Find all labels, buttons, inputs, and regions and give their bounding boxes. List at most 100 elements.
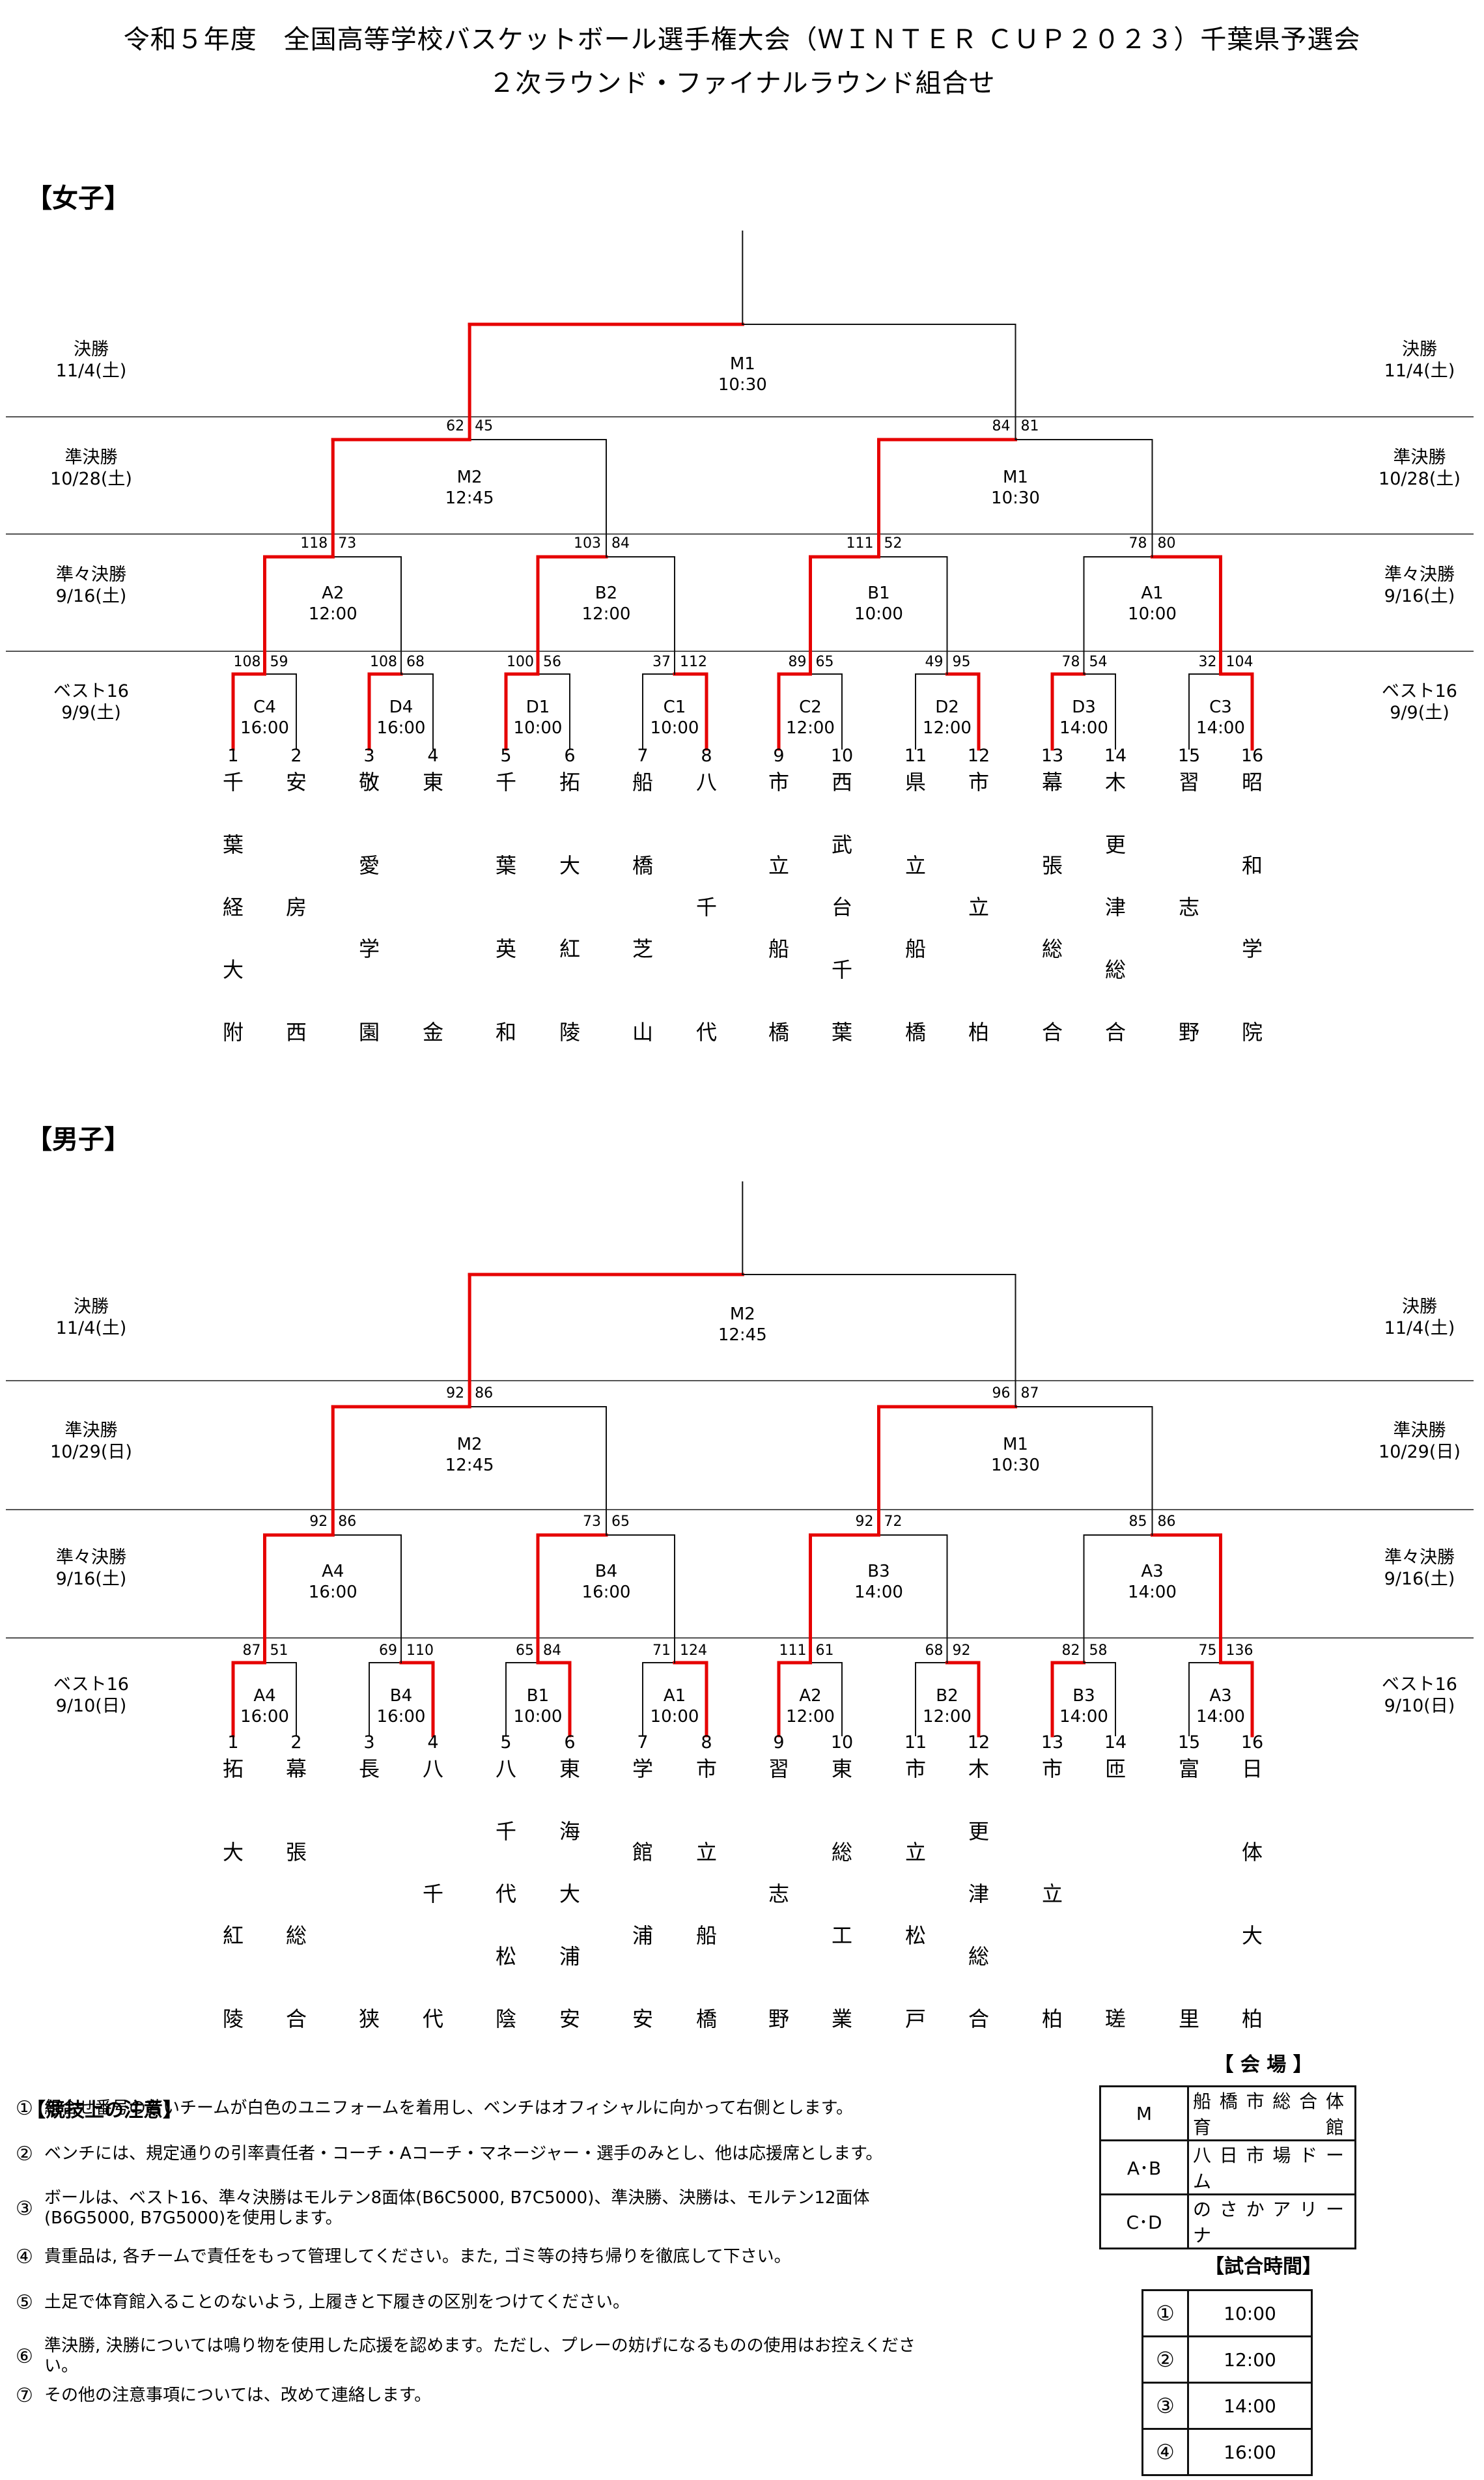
team-name-char: 幕 [1041, 770, 1063, 795]
score-left: 87 [242, 1642, 261, 1659]
team-name: 千葉経大附 [214, 770, 253, 1044]
team-name-char: 八 [495, 1756, 516, 1781]
team-name-char: 昭 [1241, 770, 1263, 795]
score-left: 69 [379, 1642, 397, 1659]
round-date: 10/28(土) [1379, 469, 1461, 489]
team-number: 12 [967, 1732, 990, 1753]
team-number: 16 [1240, 746, 1264, 766]
score-right: 54 [1089, 654, 1108, 670]
team-name-char: 八 [422, 1756, 443, 1781]
team-name-char: 東 [559, 1756, 580, 1781]
team-number: 15 [1177, 1732, 1201, 1753]
team-name-char: 里 [1178, 2007, 1199, 2031]
team-name-char: 金 [422, 1020, 443, 1045]
team-name-char: 館 [632, 1840, 653, 1865]
team-name-char: 橋 [695, 2007, 717, 2031]
team-name-char: 安 [285, 770, 307, 795]
team-number: 14 [1104, 1732, 1127, 1753]
team-name-char: 代 [695, 1020, 717, 1045]
team-name-char: 大 [559, 853, 580, 878]
score-right: 110 [406, 1642, 434, 1659]
team-name-char: 武 [831, 832, 852, 857]
match-code: C4 [253, 698, 276, 717]
score-left: 49 [925, 654, 944, 670]
team-name-char: 木 [1104, 770, 1126, 795]
team-name-char: 和 [1241, 853, 1263, 878]
team-name: 匝瑳 [1096, 1757, 1135, 2031]
team-name: 東金 [413, 770, 453, 1044]
match-code: C1 [663, 698, 686, 717]
team-name: 昭和学院 [1233, 770, 1272, 1044]
score-left: 32 [1198, 654, 1217, 670]
team-number: 14 [1104, 746, 1127, 766]
note-number: ⑦ [16, 2384, 33, 2407]
match-time: 12:00 [786, 1707, 835, 1726]
match-time: 14:00 [1128, 1583, 1177, 1602]
match-time: 10:00 [513, 718, 563, 738]
team-name: 東海大浦安 [550, 1757, 589, 2031]
team-name-char: 張 [1041, 853, 1063, 878]
team-name: 市立松戸 [896, 1757, 935, 2031]
team-name-char: 房 [285, 895, 307, 920]
team-name-char: 合 [1104, 1020, 1126, 1045]
team-name-char: 大 [559, 1881, 580, 1906]
team-name-char: 木 [968, 1756, 989, 1781]
team-name-char: 志 [768, 1881, 789, 1906]
round-name: 準決勝 [64, 447, 118, 468]
team-name-char: 安 [632, 2007, 653, 2031]
team-name-char: 習 [768, 1756, 789, 1781]
venue-code: C･D [1099, 2193, 1189, 2249]
team-name-char: 陵 [559, 1020, 580, 1045]
match-code: B2 [595, 584, 618, 603]
match-time: 16:00 [240, 1707, 289, 1726]
team-name-char: 合 [1041, 1020, 1063, 1045]
score-right: 72 [884, 1514, 903, 1530]
team-name-char: 千 [495, 770, 516, 795]
match-time: 10:00 [1128, 604, 1177, 624]
team-name-char: 総 [285, 1923, 307, 1948]
team-name-char: 合 [285, 2007, 307, 2031]
team-name-char: 工 [831, 1923, 852, 1948]
match-time: 12:00 [308, 604, 357, 624]
team-name: 敬愛学園 [350, 770, 389, 1044]
match-slot-time: 12:00 [1187, 2335, 1313, 2384]
match-time: 14:00 [1059, 1707, 1108, 1726]
score-left: 108 [370, 654, 397, 670]
round-date: 11/4(土) [1384, 361, 1455, 381]
round-date: 9/9(土) [61, 703, 121, 723]
score-left: 65 [516, 1642, 534, 1659]
team-name-char: 業 [831, 2007, 852, 2031]
team-name-char: 経 [222, 895, 244, 920]
score-right: 112 [680, 654, 707, 670]
match-slot: ② [1141, 2335, 1189, 2384]
team-number: 3 [363, 1732, 375, 1753]
team-name-char: 和 [495, 1020, 516, 1045]
match-code: A1 [663, 1686, 686, 1706]
round-date: 9/16(土) [1384, 586, 1455, 606]
team-number: 4 [427, 746, 439, 766]
match-time: 10:00 [650, 718, 699, 738]
score-right: 86 [475, 1385, 494, 1402]
match-slot-time: 16:00 [1187, 2428, 1313, 2476]
team-name-char: 松 [495, 1944, 516, 1969]
team-name-char: 匝 [1104, 1756, 1126, 1781]
score-left: 68 [925, 1642, 944, 1659]
match-code: B1 [867, 584, 890, 603]
team-name-char: 松 [904, 1923, 926, 1948]
team-name-char: 安 [559, 2007, 580, 2031]
team-number: 9 [773, 1732, 785, 1753]
team-name-char: 船 [695, 1923, 717, 1948]
match-time: 10:00 [513, 1707, 563, 1726]
team-name-char: 英 [495, 937, 516, 961]
score-left: 96 [992, 1385, 1011, 1402]
